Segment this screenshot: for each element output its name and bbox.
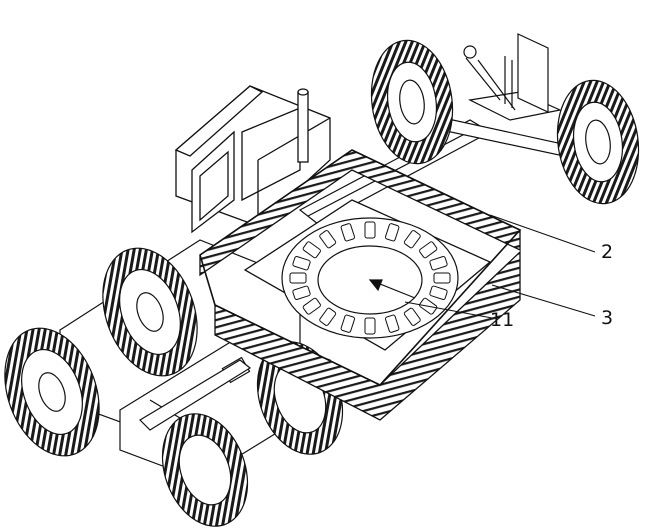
front-right-wheel: [550, 75, 646, 209]
rotary-cutter: [282, 218, 458, 338]
cutter-tooth: [434, 273, 450, 283]
front-axle-assembly: [300, 34, 646, 224]
front-blade-plate: [518, 34, 548, 112]
callout-label-3: 3: [601, 307, 613, 329]
hydraulic-fitting: [464, 46, 476, 58]
cutter-tooth: [365, 318, 375, 334]
callout-label-2: 2: [601, 241, 613, 263]
cutter-tooth: [290, 273, 306, 283]
exhaust-stack: [298, 92, 308, 162]
cutter-tooth: [365, 222, 375, 238]
callout-label-11: 11: [490, 309, 514, 331]
